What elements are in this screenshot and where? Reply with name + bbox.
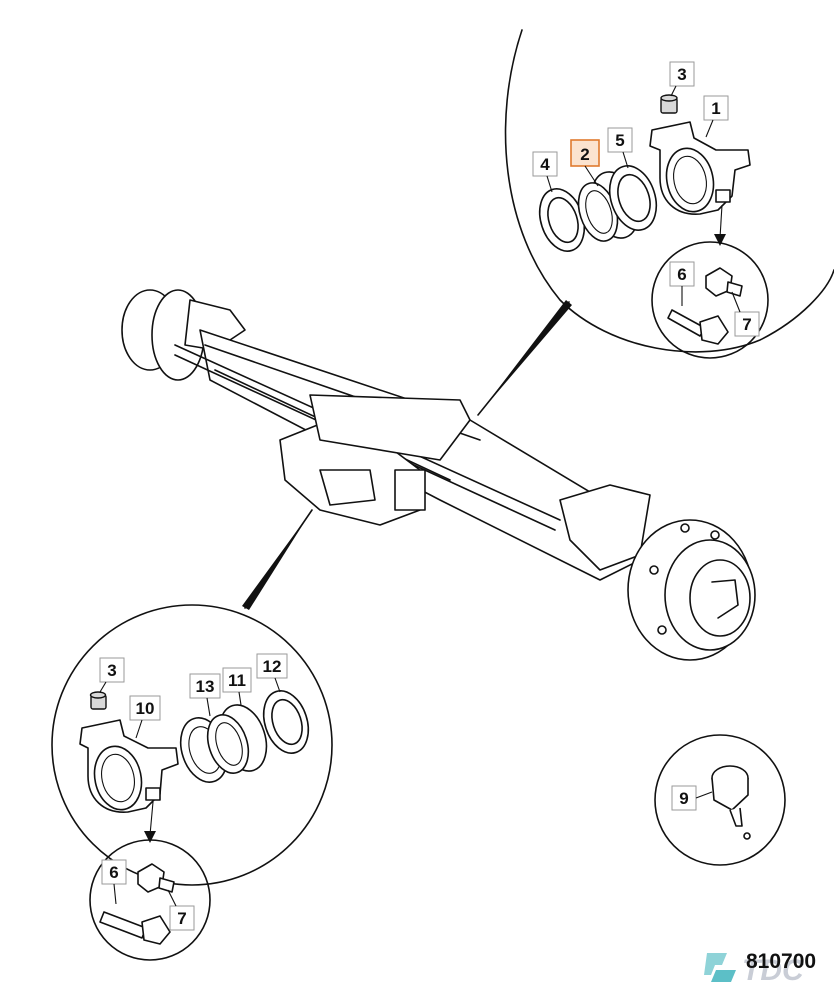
- callout-3-lower[interactable]: 3: [99, 657, 125, 693]
- axle-assembly: [121, 289, 756, 661]
- callout-6-lower[interactable]: 6: [101, 859, 127, 905]
- callout-9[interactable]: 9: [671, 785, 713, 811]
- svg-text:4: 4: [540, 155, 550, 174]
- callout-4[interactable]: 4: [532, 151, 558, 193]
- watermark-logo: TDC: [704, 953, 805, 987]
- svg-text:6: 6: [677, 265, 686, 284]
- callout-12[interactable]: 12: [256, 653, 288, 693]
- callout-10[interactable]: 10: [129, 695, 161, 739]
- part-6-bolt-upper: [667, 309, 729, 345]
- part-12-ring: [262, 690, 310, 754]
- svg-text:6: 6: [109, 863, 118, 882]
- svg-text:10: 10: [136, 699, 155, 718]
- callout-2-highlighted[interactable]: 2: [570, 139, 600, 187]
- detail-circle-bolts-lower: [89, 839, 211, 961]
- callout-5[interactable]: 5: [607, 127, 633, 169]
- part-1-bracket: [649, 121, 751, 215]
- svg-text:3: 3: [677, 65, 686, 84]
- part-9-grease-nipple: [711, 765, 751, 840]
- svg-text:5: 5: [615, 131, 624, 150]
- callout-7-lower[interactable]: 7: [167, 889, 195, 931]
- reference-number: 810700: [746, 950, 816, 973]
- part-4-ring: [538, 188, 586, 252]
- svg-text:13: 13: [196, 677, 215, 696]
- callout-3-upper[interactable]: 3: [669, 61, 695, 97]
- svg-text:7: 7: [177, 909, 186, 928]
- svg-text:1: 1: [711, 99, 720, 118]
- part-3-plug-lower: [89, 691, 107, 710]
- svg-text:12: 12: [263, 657, 282, 676]
- part-6-bolt-lower: [99, 911, 171, 945]
- part-3-plug-upper: [660, 94, 678, 114]
- svg-text:3: 3: [107, 661, 116, 680]
- part-11-bush: [206, 704, 268, 774]
- part-7-nut-lower: [137, 863, 175, 893]
- callout-11[interactable]: 11: [222, 667, 252, 706]
- svg-text:2: 2: [580, 145, 589, 164]
- callout-13[interactable]: 13: [189, 673, 221, 717]
- detail-circle-upper: [504, 29, 834, 353]
- callout-7-upper[interactable]: 7: [731, 291, 760, 337]
- svg-text:9: 9: [679, 789, 688, 808]
- part-5-ring: [608, 165, 658, 231]
- part-7-nut-upper: [705, 267, 743, 297]
- part-10-bracket: [79, 719, 179, 813]
- svg-text:7: 7: [742, 315, 751, 334]
- detail-circle-bolts-upper: [651, 241, 769, 359]
- detail-circle-lower: [51, 604, 333, 886]
- svg-text:11: 11: [228, 671, 246, 690]
- detail-circle-grease: [654, 734, 786, 866]
- svg-text:TDC: TDC: [742, 954, 805, 987]
- callout-1[interactable]: 1: [703, 95, 729, 138]
- callout-6-upper[interactable]: 6: [669, 261, 695, 306]
